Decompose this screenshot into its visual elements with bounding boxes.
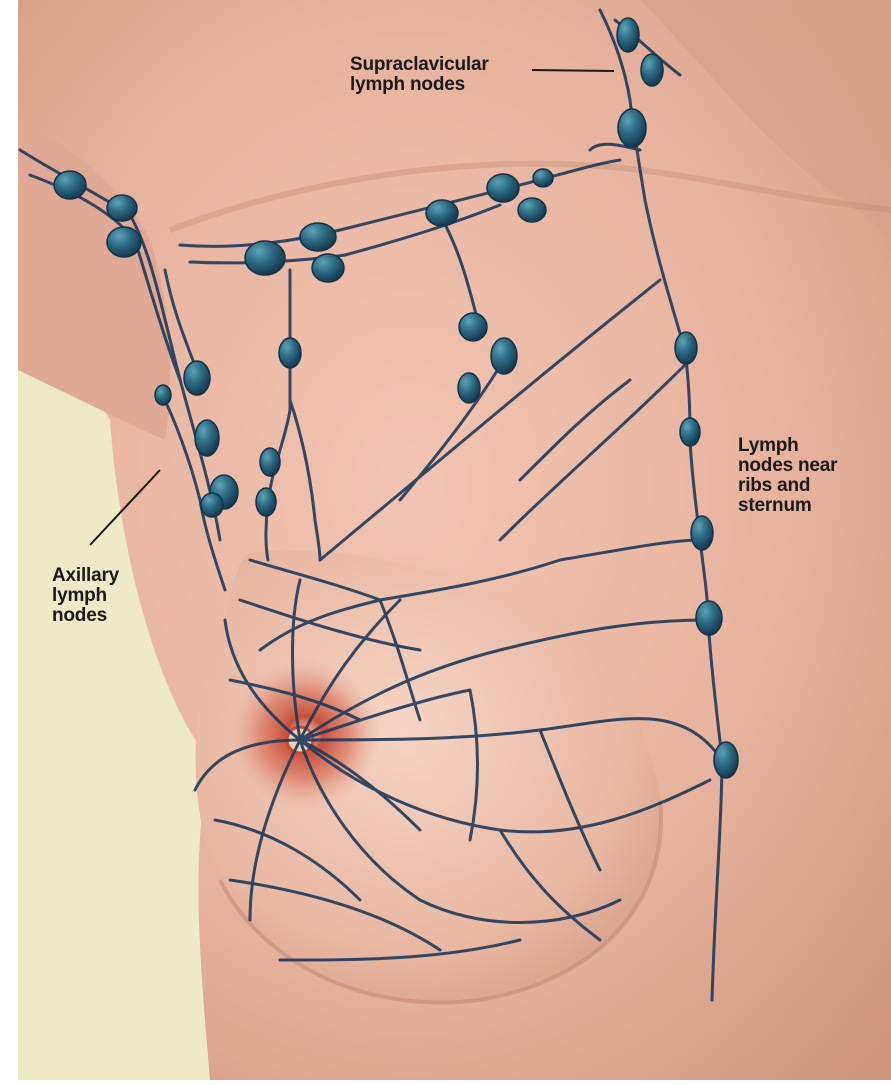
supraclavicular-label-line: lymph nodes	[350, 75, 489, 95]
supraclavicular-label: Supraclavicular lymph nodes	[350, 55, 489, 95]
clavicular-node	[487, 174, 519, 202]
axillary-node	[155, 385, 171, 405]
sternal-node	[675, 332, 697, 364]
central-node	[458, 373, 480, 403]
axillary-label: Axillary lymph nodes	[52, 566, 119, 626]
axillary-node	[184, 361, 210, 395]
axillary-label-line: lymph	[52, 586, 119, 606]
axillary-label-line: nodes	[52, 606, 119, 626]
axillary-node	[54, 171, 86, 199]
axillary-label-line: Axillary	[52, 566, 119, 586]
axillary-node	[201, 493, 223, 517]
clavicular-node	[426, 200, 458, 226]
axillary-node	[107, 195, 137, 221]
supraclavicular-node	[641, 54, 663, 86]
supraclavicular-node	[618, 109, 646, 147]
clavicular-node	[518, 198, 546, 222]
axillary-node	[195, 420, 219, 456]
central-node	[459, 313, 487, 341]
clavicular-node	[533, 169, 553, 187]
central-node	[491, 338, 517, 374]
sternal-node	[714, 742, 738, 778]
ribs-sternum-label-line: Lymph	[738, 436, 837, 456]
sternal-node	[691, 516, 713, 550]
ribs-sternum-label-line: nodes near	[738, 456, 837, 476]
supraclavicular-node	[617, 18, 639, 52]
sternal-node	[696, 601, 722, 635]
clavicular-node	[245, 241, 285, 275]
central-node	[279, 338, 301, 368]
supraclavicular-leader-line	[532, 70, 614, 71]
ribs-sternum-label-line: sternum	[738, 496, 837, 516]
clavicular-node	[300, 223, 336, 251]
ribs-sternum-label: Lymph nodes near ribs and sternum	[738, 436, 837, 516]
central-node	[256, 488, 276, 516]
central-node	[260, 448, 280, 476]
ribs-sternum-label-line: ribs and	[738, 476, 837, 496]
axillary-node	[107, 227, 141, 257]
supraclavicular-label-line: Supraclavicular	[350, 55, 489, 75]
sternal-node	[680, 418, 700, 446]
clavicular-node	[312, 254, 344, 282]
